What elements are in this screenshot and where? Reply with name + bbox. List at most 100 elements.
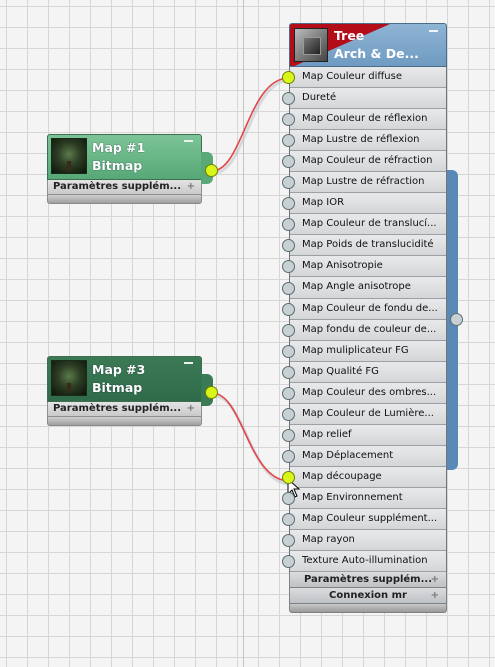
map-slot[interactable]: Map Couleur de translucí... [290,214,446,236]
map-slot-input-port[interactable] [282,492,295,505]
node-footer [289,604,447,614]
map-slot[interactable]: Map découpage [290,466,446,488]
node-name: Map #3 [92,362,146,377]
map-slot[interactable]: Map muliplicateur FG [290,340,446,362]
map-slot[interactable]: Map rayon [290,530,446,552]
map-slot[interactable]: Map Environnement [290,487,446,509]
map-slot-label: Map Couleur de fondu de... [302,302,438,314]
map-slot-label: Map Qualité FG [302,365,379,377]
map-slot-input-port[interactable] [282,260,295,274]
map-slot-label: Map Lustre de réfraction [302,176,425,188]
material-output-port[interactable] [450,313,463,326]
map-slot-input-port[interactable] [282,218,295,232]
map-slot[interactable]: Map Couleur de fondu de... [290,298,446,320]
map-slot-input-port[interactable] [282,197,295,211]
node-header[interactable]: Map #3 Bitmap [47,356,202,402]
node-type: Arch & De... [334,46,419,61]
map-slot[interactable]: Map Couleur diffuse [290,67,446,89]
wire-shadow [213,394,290,486]
rollout-extra-params[interactable]: Paramètres supplém... + [289,572,447,589]
wire-map1-to-diffuse [211,77,290,172]
map-slot-label: Map Couleur de réflexion [302,113,428,125]
map-slot[interactable]: Map Lustre de réflexion [290,130,446,152]
map-slot[interactable]: Map Qualité FG [290,361,446,383]
wire-shadow [213,78,290,175]
map-slot-label: Map Anisotropie [302,260,383,272]
map-slot-input-port[interactable] [282,344,295,358]
node-header[interactable]: Tree Arch & De... [289,23,447,67]
map-slot[interactable]: Map Couleur de Lumière... [290,403,446,425]
bitmap-node-map1[interactable]: Map #1 Bitmap Paramètres supplém... + [47,134,218,204]
map-slot-input-port[interactable] [282,71,295,84]
map-slot-label: Map Angle anisotrope [302,281,411,293]
expand-plus-icon[interactable]: + [186,403,195,414]
map-slot-input-port[interactable] [282,555,295,569]
node-name: Map #1 [92,140,146,155]
map-slot[interactable]: Map Poids de translucidité [290,235,446,257]
map-slot-input-port[interactable] [282,386,295,400]
map-slot-input-port[interactable] [282,365,295,379]
map-slot-input-port[interactable] [282,113,295,127]
map-slot-input-port[interactable] [282,92,295,106]
map-slot[interactable]: Map fondu de couleur de... [290,319,446,341]
map-slot-input-port[interactable] [282,323,295,337]
map-slot[interactable]: Map IOR [290,193,446,215]
map-slot-input-port[interactable] [282,470,295,484]
map-slot[interactable]: Map Anisotropie [290,256,446,278]
tree-thumbnail-icon [51,138,87,174]
node-name: Tree [334,28,365,43]
output-port[interactable] [205,164,218,177]
rollout-label: Paramètres supplém... [53,181,182,192]
map-slot-label: Dureté [302,92,337,104]
node-type: Bitmap [92,380,143,395]
minimize-icon[interactable] [184,140,193,142]
map-slot-label: Map IOR [302,197,345,209]
rollout-extra-params[interactable]: Paramètres supplém... + [47,180,202,195]
bitmap-node-map3[interactable]: Map #3 Bitmap Paramètres supplém... + [47,356,218,426]
map-slot[interactable]: Map Couleur de réfraction [290,151,446,173]
map-slot-input-port[interactable] [282,428,295,442]
rollout-label: Paramètres supplém... [303,574,433,586]
map-slot-input-port[interactable] [282,302,295,316]
map-slot-label: Map Couleur supplément... [302,512,438,524]
map-slot-input-port[interactable] [282,534,295,548]
minimize-icon[interactable] [429,30,438,32]
canvas-guide-line [243,0,244,667]
minimize-icon[interactable] [184,362,193,364]
map-slot[interactable]: Map Lustre de réfraction [290,172,446,194]
map-slot[interactable]: Map Angle anisotrope [290,277,446,299]
map-slot-input-port[interactable] [282,281,295,295]
map-slot-label: Map Couleur de réfraction [302,155,433,167]
map-slot[interactable]: Map Couleur de réflexion [290,109,446,131]
expand-plus-icon[interactable]: + [430,574,439,586]
map-slot-label: Map Lustre de réflexion [302,134,420,146]
node-type: Bitmap [92,158,143,173]
rollout-mr-connection[interactable]: Connexion mr + [289,588,447,605]
map-slot-label: Map Couleur de Lumière... [302,407,434,419]
node-footer [47,195,202,204]
node-header[interactable]: Map #1 Bitmap [47,134,202,180]
map-slot-label: Map Déplacement [302,449,394,461]
map-slot[interactable]: Map Couleur supplément... [290,508,446,531]
map-slot-input-port[interactable] [282,449,295,463]
output-port[interactable] [205,386,218,399]
map-slot[interactable]: Texture Auto-illumination [290,551,446,573]
map-slot-label: Map Poids de translucidité [302,239,434,251]
expand-plus-icon[interactable]: + [430,590,439,602]
map-slot[interactable]: Map Couleur des ombres... [290,382,446,404]
map-slot-input-port[interactable] [282,239,295,253]
map-slot-label: Map fondu de couleur de... [302,323,437,335]
expand-plus-icon[interactable]: + [186,181,195,192]
map-slot[interactable]: Map relief [290,424,446,446]
map-slot-label: Map Environnement [302,491,403,503]
map-slot-label: Map muliplicateur FG [302,344,409,356]
map-slot[interactable]: Dureté [290,88,446,110]
map-slot-input-port[interactable] [282,407,295,421]
map-slot-input-port[interactable] [282,513,295,527]
rollout-label: Connexion mr [329,590,407,602]
rollout-extra-params[interactable]: Paramètres supplém... + [47,402,202,417]
map-slot[interactable]: Map Déplacement [290,445,446,467]
map-slot-input-port[interactable] [282,176,295,190]
